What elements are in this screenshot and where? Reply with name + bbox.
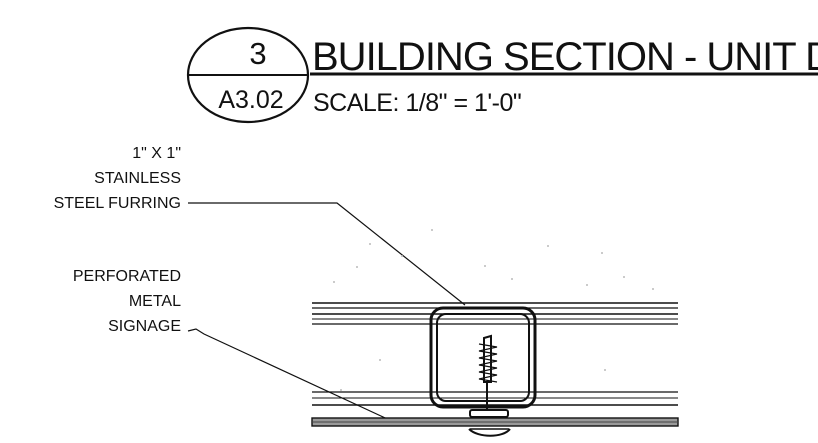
callout-text-line: SIGNAGE: [108, 318, 181, 335]
scale-label: SCALE: 1/8" = 1'-0": [313, 89, 521, 117]
signage-leader-line: [187, 328, 397, 424]
signage-callout: PERFORATED METAL SIGNAGE: [73, 268, 397, 424]
furring-callout: 1" X 1" STAINLESS STEEL FURRING: [54, 145, 466, 306]
detail-reference-bubble: 3 A3.02: [186, 26, 310, 124]
callout-text-line: 1" X 1": [132, 145, 181, 162]
callout-text-line: STAINLESS: [94, 170, 181, 187]
concrete-stipple: [333, 229, 654, 391]
perforated-metal-signage: [311, 417, 679, 427]
callout-text-line: METAL: [129, 293, 181, 310]
wall-assembly-lines: [312, 302, 678, 406]
stainless-steel-furring-tube: [429, 306, 537, 409]
detail-number: 3: [249, 36, 266, 71]
sheet-number: A3.02: [218, 86, 283, 114]
callout-text-line: PERFORATED: [73, 268, 181, 285]
section-title: BUILDING SECTION - UNIT D: [312, 35, 818, 79]
furring-leader-line: [188, 202, 466, 306]
screw-icon: [468, 334, 511, 437]
callout-text-line: STEEL FURRING: [54, 195, 181, 212]
section-title-block: BUILDING SECTION - UNIT D SCALE: 1/8" = …: [310, 35, 818, 117]
